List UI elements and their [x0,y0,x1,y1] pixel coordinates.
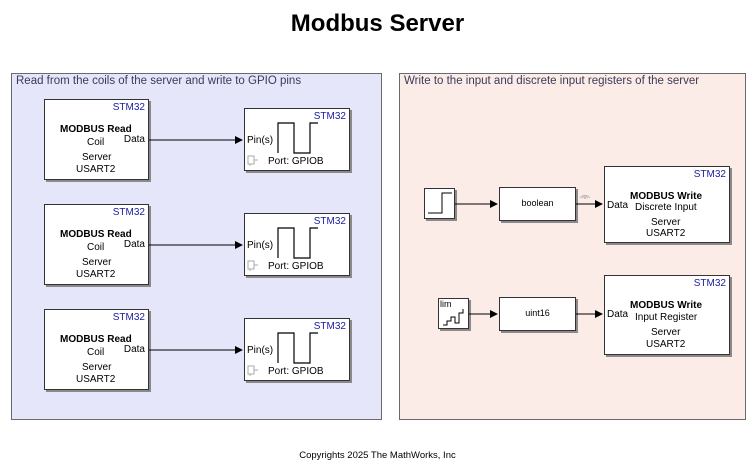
block-role: Server [82,152,112,163]
block-title: MODBUS Read [60,124,132,135]
output-port-label: Data [123,344,145,355]
step-source-block[interactable] [424,188,455,219]
input-port-label: Pin(s) [247,135,274,146]
gpio-write-block-3[interactable]: STM32 Pin(s) Port: GPIOB [244,318,350,381]
staircase-icon [443,309,464,326]
stm32-tag: STM32 [693,278,726,289]
gpio-port: Port: GPIOB [268,156,324,167]
chip-pin-icon [247,155,258,166]
output-port-label: Data [123,239,145,250]
stm32-tag: STM32 [313,111,346,122]
convert-boolean-block[interactable]: boolean [499,187,576,221]
block-title: MODBUS Read [60,229,132,240]
modbus-read-block-2[interactable]: STM32 MODBUS Read Coil Server USART2 Dat… [44,204,149,285]
input-port-label: Pin(s) [247,240,274,251]
stm32-tag: STM32 [693,169,726,180]
block-type: Input Register [635,312,698,323]
block-port: USART2 [76,269,116,280]
gpio-write-block-1[interactable]: STM32 Pin(s) Port: GPIOB [244,108,350,171]
area-write-registers: Write to the input and discrete input re… [399,73,746,420]
stm32-tag: STM32 [112,207,145,218]
block-title: MODBUS Write [630,191,703,202]
convert-label: boolean [521,198,554,208]
chip-pin-icon [247,365,258,376]
modbus-write-register-block[interactable]: STM32 MODBUS Write Input Register Server… [604,275,730,355]
area-write-registers-label: Write to the input and discrete input re… [404,75,700,87]
limited-label: lim [440,299,452,309]
area-read-coils-label: Read from the coils of the server and wr… [16,75,302,87]
input-port-label: Data [607,200,629,211]
stm32-tag: STM32 [112,102,145,113]
block-type: Coil [87,347,105,358]
copyright-footer: Copyrights 2025 The MathWorks, Inc [299,450,456,461]
block-type: Coil [87,242,105,253]
pulse-waveform-icon [277,122,318,154]
block-role: Server [82,362,112,373]
gpio-port: Port: GPIOB [268,261,324,272]
block-type: Coil [87,137,105,148]
block-role: Server [651,327,681,338]
block-title: MODBUS Read [60,334,132,345]
page-title: Modbus Server [290,10,465,37]
gpio-write-block-2[interactable]: STM32 Pin(s) Port: GPIOB [244,213,350,276]
convert-uint16-block[interactable]: uint16 [499,297,576,331]
convert-label: uint16 [525,308,550,318]
chip-pin-icon [247,260,258,271]
gpio-port: Port: GPIOB [268,366,324,377]
input-port-label: Pin(s) [247,345,274,356]
block-role: Server [82,257,112,268]
step-icon [428,192,452,214]
block-role: Server [651,217,681,228]
modbus-write-discrete-block[interactable]: STM32 MODBUS Write Discrete Input Server… [604,166,730,243]
block-port: USART2 [646,228,686,239]
stm32-tag: STM32 [313,321,346,332]
limited-counter-block[interactable]: lim [438,298,469,329]
pulse-waveform-icon [277,227,318,259]
signal-indicator-icon [579,194,591,199]
stm32-tag: STM32 [313,216,346,227]
block-title: MODBUS Write [630,300,703,311]
modbus-read-block-1[interactable]: STM32 MODBUS Read Coil Server USART2 Dat… [44,99,149,180]
block-port: USART2 [646,339,686,350]
stm32-tag: STM32 [112,312,145,323]
output-port-label: Data [123,134,145,145]
modbus-read-block-3[interactable]: STM32 MODBUS Read Coil Server USART2 Dat… [44,309,149,390]
block-type: Discrete Input [635,202,697,213]
pulse-waveform-icon [277,332,318,364]
block-port: USART2 [76,164,116,175]
input-port-label: Data [607,309,629,320]
block-port: USART2 [76,374,116,385]
